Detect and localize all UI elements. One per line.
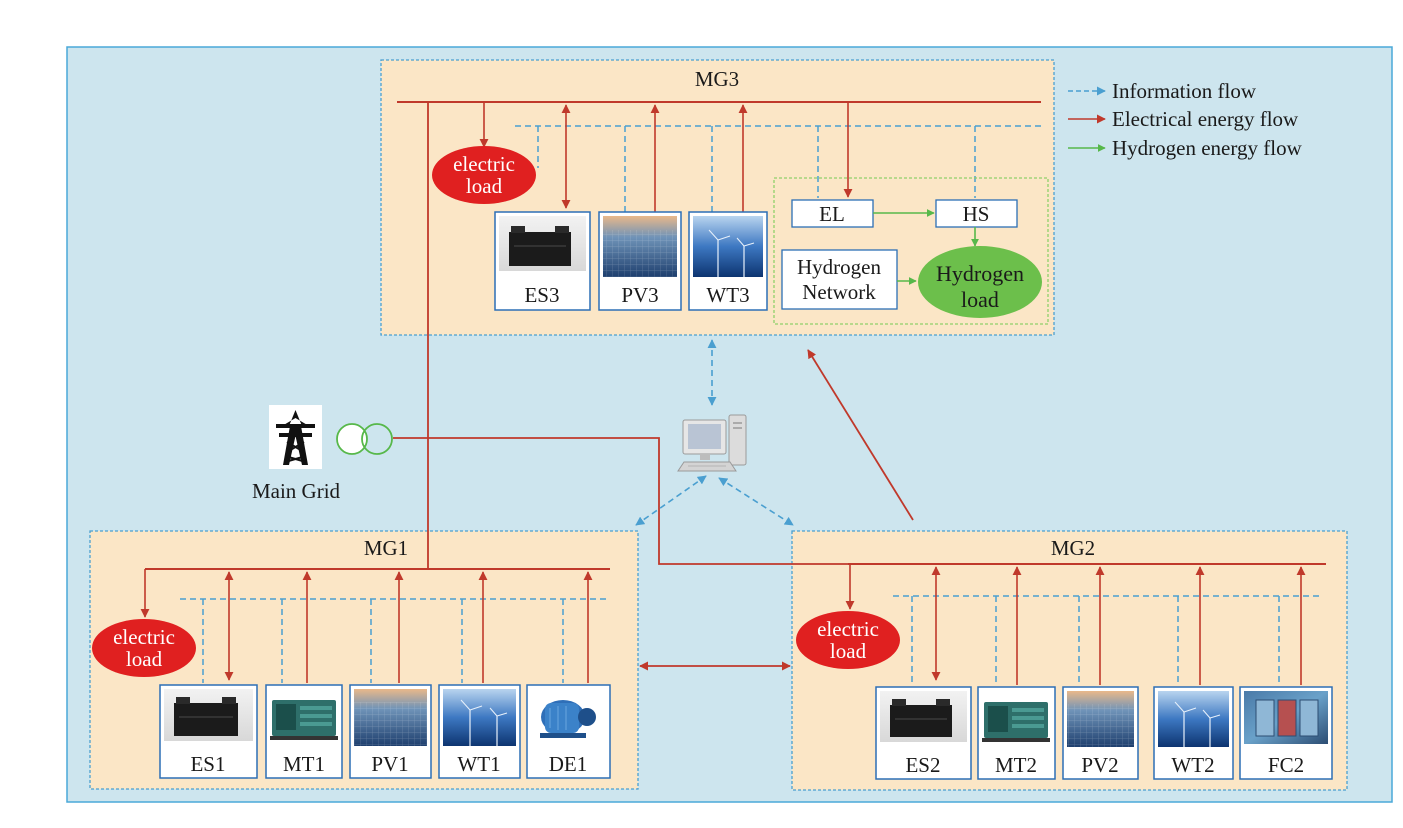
wind-turbine-icon [1158, 691, 1229, 747]
mg2-electric-load [796, 611, 900, 669]
motor-icon [540, 700, 596, 738]
mg1-device-mt1: MT1 [265, 684, 343, 779]
svg-text:ES2: ES2 [905, 753, 940, 777]
svg-text:electric: electric [113, 625, 175, 649]
wind-turbine-icon [693, 216, 763, 277]
mg1-panel: MG1 electric load ES1 [89, 530, 639, 790]
svg-text:DE1: DE1 [549, 752, 588, 776]
battery-icon [164, 689, 253, 741]
legend-h2-label: Hydrogen energy flow [1112, 136, 1303, 160]
wind-turbine-icon [443, 689, 516, 746]
svg-text:ES3: ES3 [524, 283, 559, 307]
legend-elec-label: Electrical energy flow [1112, 107, 1299, 131]
mg1-device-wt1: WT1 [438, 684, 521, 779]
svg-text:HS: HS [963, 202, 990, 226]
svg-text:PV1: PV1 [371, 752, 408, 776]
main-grid-label: Main Grid [252, 479, 341, 503]
svg-text:Network: Network [802, 280, 876, 304]
mg3-device-wt3: WT3 [688, 211, 768, 311]
mg2-device-es2: ES2 [875, 686, 972, 780]
legend-info-label: Information flow [1112, 79, 1257, 103]
mg3-electric-load [432, 146, 536, 204]
mg3-load-line1: electric [453, 152, 515, 176]
svg-text:WT1: WT1 [457, 752, 500, 776]
mg1-device-pv1: PV1 [349, 684, 432, 779]
mg3-device-pv3: PV3 [598, 211, 682, 311]
mg2-device-pv2: PV2 [1062, 686, 1139, 780]
mg2-device-wt2: WT2 [1153, 686, 1234, 780]
mg1-device-es1: ES1 [159, 684, 258, 779]
mg1-title: MG1 [364, 536, 408, 560]
info-link-mg1 [635, 475, 707, 526]
info-link-mg2 [718, 477, 794, 526]
mg2-device-mt2: MT2 [977, 686, 1056, 780]
mg1-device-de1: DE1 [526, 684, 611, 779]
svg-text:Hydrogen: Hydrogen [797, 255, 881, 279]
mg3-hs-box [935, 199, 1018, 228]
mg3-title: MG3 [695, 67, 739, 91]
mg3-hydrogen-load [918, 246, 1042, 318]
mg1-electric-load [92, 619, 196, 677]
svg-text:FC2: FC2 [1268, 753, 1304, 777]
solar-panel-icon [603, 216, 677, 277]
svg-text:WT2: WT2 [1171, 753, 1214, 777]
svg-text:MT1: MT1 [283, 752, 325, 776]
mg3-load-line2: load [466, 174, 503, 198]
svg-text:Hydrogen: Hydrogen [936, 261, 1024, 286]
mg3-el-box [791, 199, 874, 228]
svg-text:load: load [126, 647, 163, 671]
battery-icon [499, 216, 586, 271]
svg-text:electric: electric [817, 617, 879, 641]
svg-text:ES1: ES1 [190, 752, 225, 776]
svg-text:EL: EL [819, 202, 845, 226]
fuel-cell-icon [1244, 691, 1328, 744]
mg2-panel: MG2 electric load ES2 [791, 530, 1348, 791]
mg2-title: MG2 [1051, 536, 1095, 560]
svg-text:load: load [961, 287, 999, 312]
generator-icon [270, 700, 338, 740]
svg-text:WT3: WT3 [706, 283, 749, 307]
generator-icon [982, 702, 1050, 742]
svg-text:load: load [830, 639, 867, 663]
legend: Information flow Electrical energy flow … [1068, 79, 1303, 160]
transmission-tower-icon [269, 405, 322, 469]
solar-panel-icon [1067, 691, 1134, 747]
svg-text:PV3: PV3 [621, 283, 658, 307]
solar-panel-icon [354, 689, 427, 746]
svg-text:MT2: MT2 [995, 753, 1037, 777]
mg2-mg3-link [807, 349, 914, 521]
mg3-hydrogen-subsystem [773, 177, 1049, 325]
mg3-device-es3: ES3 [494, 211, 591, 311]
transformer-icon [336, 423, 393, 455]
mg3-panel: MG3 electric load ES3 [380, 59, 1055, 336]
computer-icon [677, 414, 747, 472]
svg-text:PV2: PV2 [1081, 753, 1118, 777]
mg3-hydrogen-network-box [781, 249, 898, 310]
mg2-device-fc2: FC2 [1239, 686, 1333, 780]
battery-icon [880, 691, 967, 742]
